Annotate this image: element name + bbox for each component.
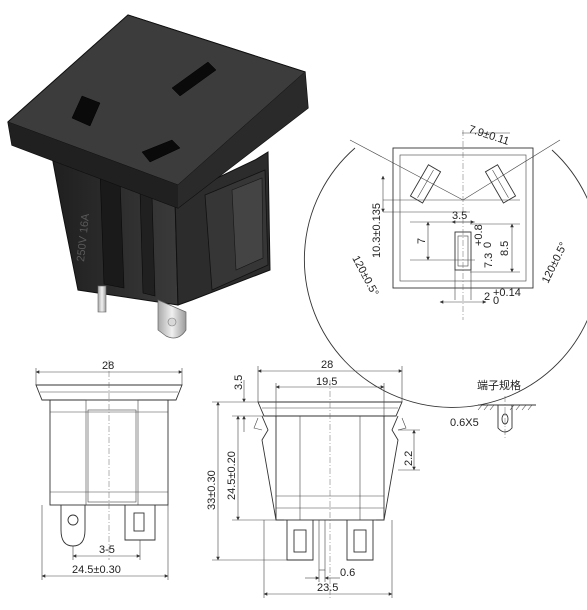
terminal-detail: 端子规格 0.6X5 (450, 378, 536, 440)
dim-earth-length: 8.5 (499, 241, 511, 256)
dim-earth-width: 7.3 (483, 253, 495, 268)
dim-earth-offset: 3.5 (452, 210, 467, 222)
dim-pin-width: 7.9±0.11 (467, 123, 511, 147)
main-dim-width-top: 28 (321, 359, 333, 371)
main-dim-clip-thickness: 2.2 (403, 451, 415, 466)
socket-photo: 250V 16A (7, 14, 309, 339)
terminal-detail-title: 端子规格 (477, 378, 521, 392)
dim-angle-left: 120±0.5° (349, 254, 380, 299)
main-dim-terminal-gap: 0.6 (340, 567, 355, 579)
dim-earth-depth: 7 (416, 238, 428, 244)
front-view-drawing: 7.9±0.11 10.3±0.135 3.5 7 7.3 +0.8 0 8.5… (304, 123, 587, 408)
side-dim-width-bottom: 24.5±0.30 (72, 564, 121, 576)
main-dim-body-height: 24.5±0.20 (226, 451, 238, 500)
dim-earth-width-tol-lower: 0 (482, 242, 494, 248)
main-dim-flange-thickness: 3.5 (233, 375, 245, 390)
side-dim-width-top: 28 (102, 360, 114, 372)
dim-angle-right: 120±0.5° (540, 240, 570, 285)
side-view-drawing: 28 3-5 24.5±0.30 (35, 360, 183, 580)
main-dim-width-bottom: 23.5 (317, 582, 338, 594)
dim-earth-slot-width: 2 (484, 291, 490, 303)
dim-earth-width-tol-upper: +0.8 (473, 224, 485, 246)
main-dim-panel-cutout: 19.5 (316, 376, 337, 388)
main-view-drawing: 28 19.5 3.5 33±0.30 24.5±0.20 2.2 0.6 (206, 359, 420, 600)
dim-earth-slot-tol-upper: +0.14 (493, 287, 521, 299)
terminal-detail-size: 0.6X5 (450, 417, 479, 429)
dim-earth-slot-tol-lower: 0 (493, 295, 499, 307)
side-dim-terminal-spacing: 3-5 (99, 544, 115, 556)
dim-slot-height: 10.3±0.135 (371, 203, 383, 258)
housing-marking: 250V 16A (75, 212, 92, 262)
main-dim-total-height: 33±0.30 (206, 470, 218, 510)
